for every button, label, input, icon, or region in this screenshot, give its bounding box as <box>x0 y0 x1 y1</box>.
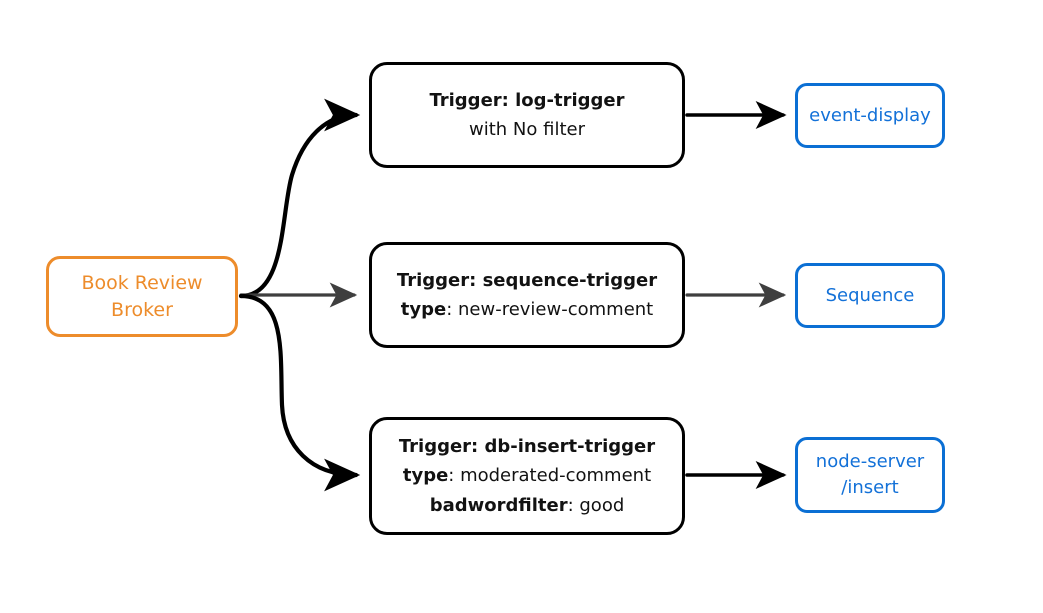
trigger-log-line1: Trigger: log-trigger <box>429 89 625 111</box>
node-sink-node-server-insert[interactable]: node-server /insert <box>795 437 945 513</box>
trigger-db-line2: type: moderated-comment <box>402 465 652 487</box>
sink-node-server-label-line1: node-server <box>815 451 925 473</box>
broker-label-line1: Book Review <box>81 271 203 294</box>
trigger-db-line1: Trigger: db-insert-trigger <box>398 436 656 458</box>
broker-label-line2: Broker <box>111 298 173 321</box>
trigger-sequence-line1: Trigger: sequence-trigger <box>396 269 658 291</box>
node-sink-event-display[interactable]: event-display <box>795 83 945 148</box>
trigger-db-line3: badwordfilter: good <box>429 494 625 516</box>
edge-broker-to-log-trigger <box>238 98 361 299</box>
node-book-review-broker[interactable]: Book Review Broker <box>46 256 238 337</box>
sink-node-server-label-line2: /insert <box>841 477 899 498</box>
trigger-sequence-line2: type: new-review-comment <box>400 299 654 320</box>
node-trigger-db-insert-trigger[interactable]: Trigger: db-insert-trigger type: moderat… <box>369 417 685 535</box>
node-trigger-sequence-trigger[interactable]: Trigger: sequence-trigger type: new-revi… <box>369 242 685 348</box>
node-trigger-log-trigger[interactable]: Trigger: log-trigger with No filter <box>369 62 685 168</box>
sink-event-display-label: event-display <box>809 104 931 126</box>
node-sink-sequence[interactable]: Sequence <box>795 263 945 328</box>
edge-broker-to-db-insert-trigger <box>238 293 361 492</box>
sink-sequence-label: Sequence <box>825 284 915 306</box>
trigger-log-line2: with No filter <box>469 119 585 140</box>
